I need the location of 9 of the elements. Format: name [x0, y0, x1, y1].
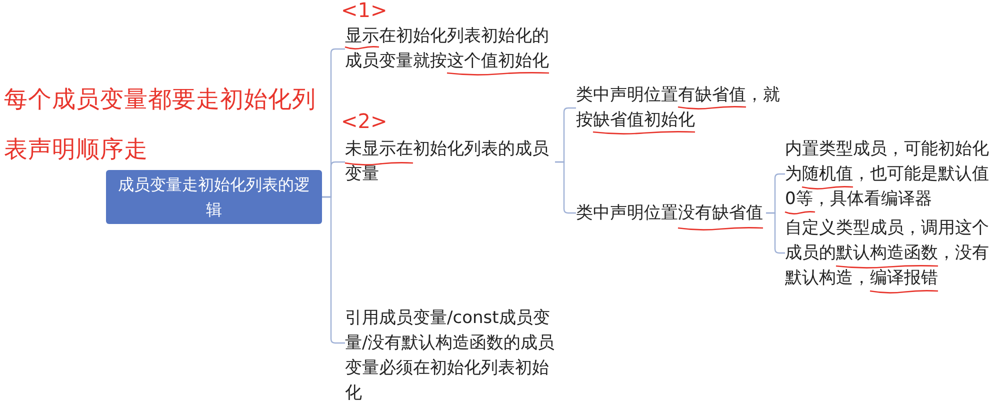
topic-text: 类中声明位置有缺省值，就按缺省值初始化: [576, 83, 784, 133]
topic-text: 内置类型成员，可能初始化为随机值，也可能是默认值0等，具体看编译器: [785, 137, 993, 212]
step-number: <2>: [341, 109, 388, 134]
topic-text: 引用成员变量/const成员变量/没有默认构造函数的成员变量必须在初始化列表初始化: [345, 306, 557, 406]
annotation-text: 每个成员变量都要走初始化列表声明顺序走: [4, 84, 317, 165]
step-number: <1>: [341, 0, 388, 23]
topic-text: 类中声明位置没有缺省值: [576, 201, 766, 226]
central-topic-box: 成员变量走初始化列表的逻辑: [106, 170, 322, 224]
topic-text: 自定义类型成员，调用这个成员的默认构造函数，没有默认构造，编译报错: [785, 216, 993, 291]
